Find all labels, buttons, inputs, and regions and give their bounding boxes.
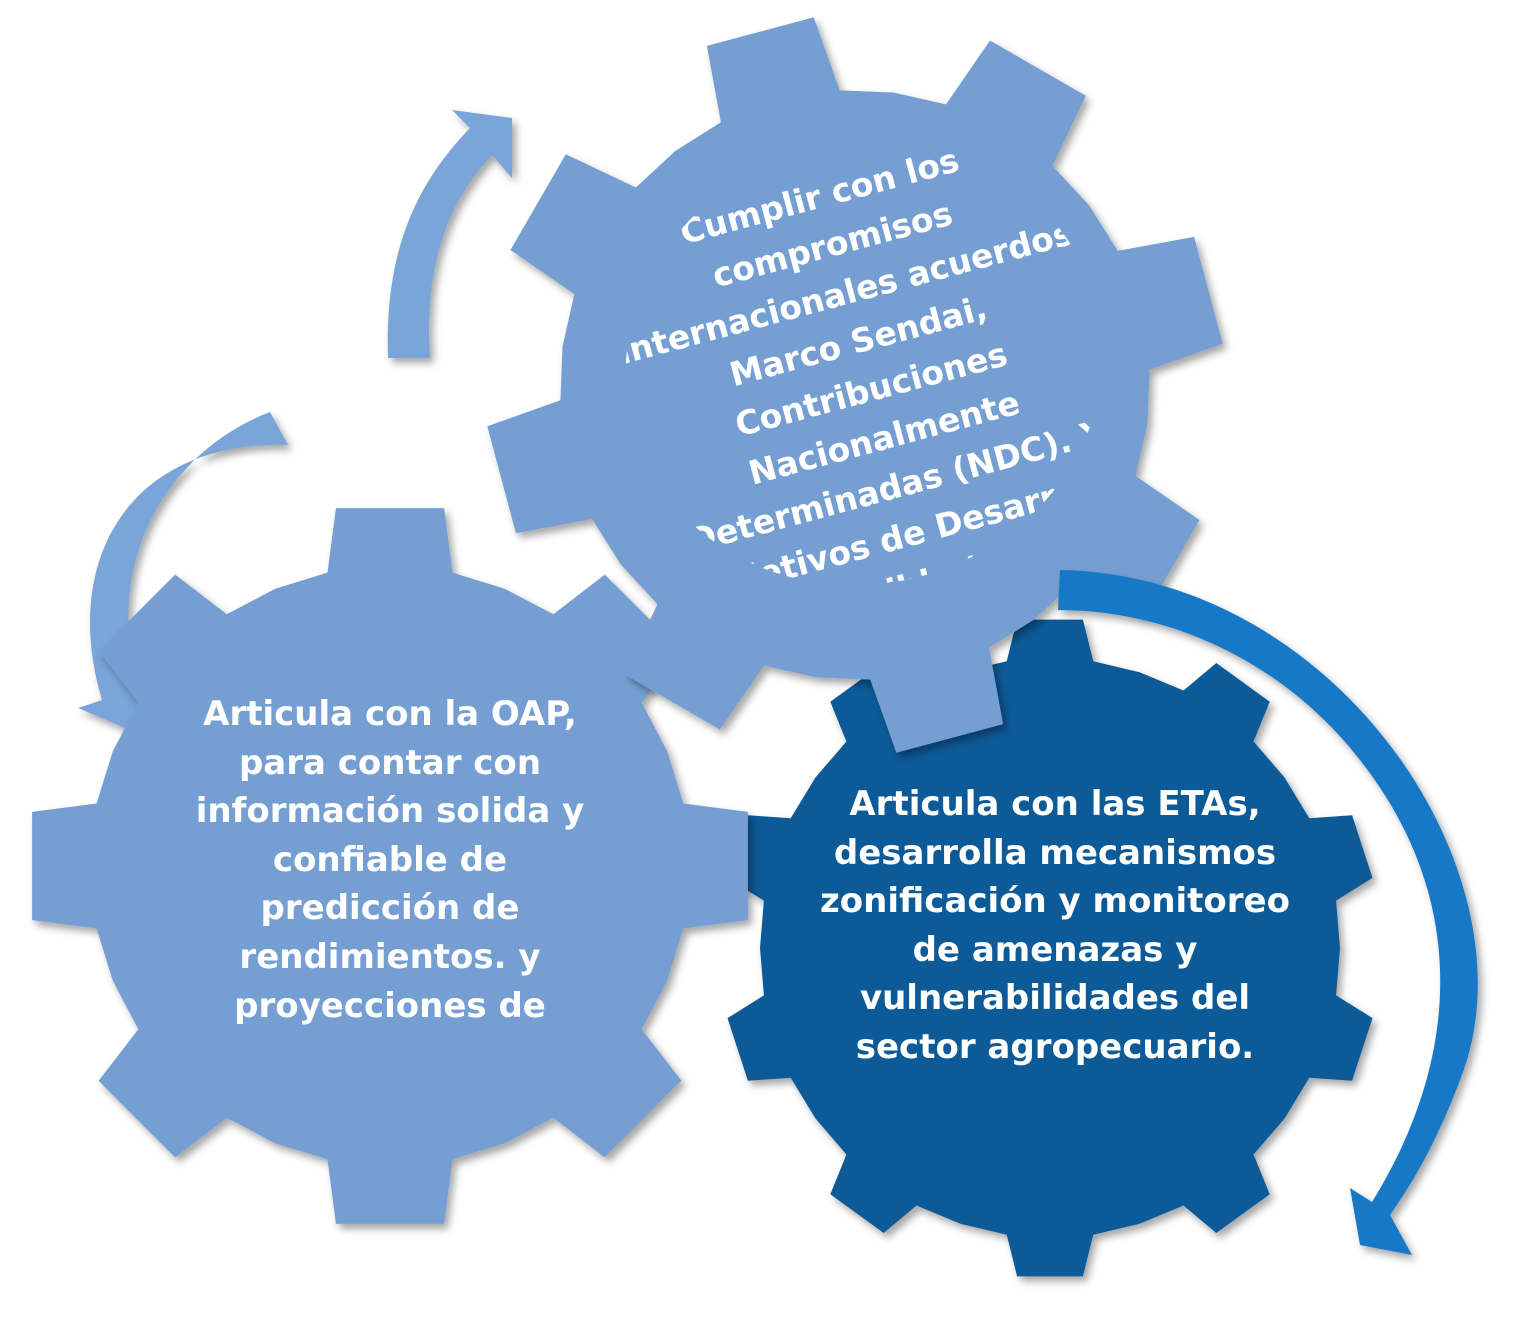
gear-shape [32,508,748,1224]
curved-arrow-clockwise-icon [1058,570,1478,1255]
gear-right [727,619,1373,1277]
gear-shape [727,619,1373,1277]
gear-left-text: Articula con la OAP, para contar con inf… [195,694,585,1026]
gear-top [487,17,1223,753]
gear-shape [487,17,1223,753]
gear-right-text: Articula con las ETAs, desarrolla mecani… [820,784,1290,1067]
gear-left [32,508,748,1224]
curved-arrow-up-icon [387,110,512,358]
